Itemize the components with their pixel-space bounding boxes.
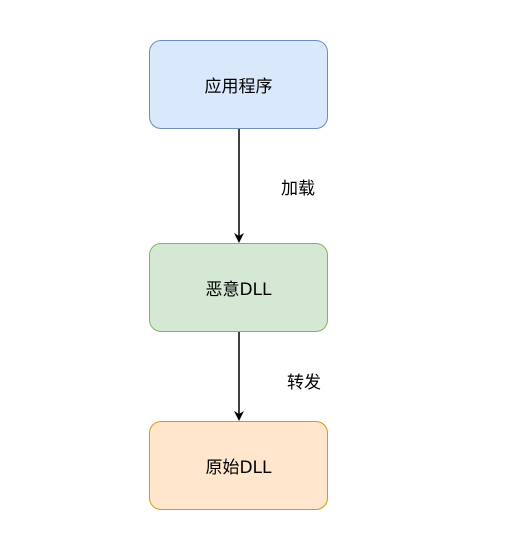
node-application: 应用程序 <box>149 40 328 129</box>
node-malicious-dll: 恶意DLL <box>149 243 328 332</box>
node-malicious-dll-label: 恶意DLL <box>205 280 272 300</box>
edge-forward-label: 转发 <box>287 373 321 393</box>
node-original-dll-label: 原始DLL <box>205 458 272 478</box>
node-application-label: 应用程序 <box>204 77 273 97</box>
edge-load-label: 加载 <box>281 179 315 199</box>
node-original-dll: 原始DLL <box>149 421 328 510</box>
